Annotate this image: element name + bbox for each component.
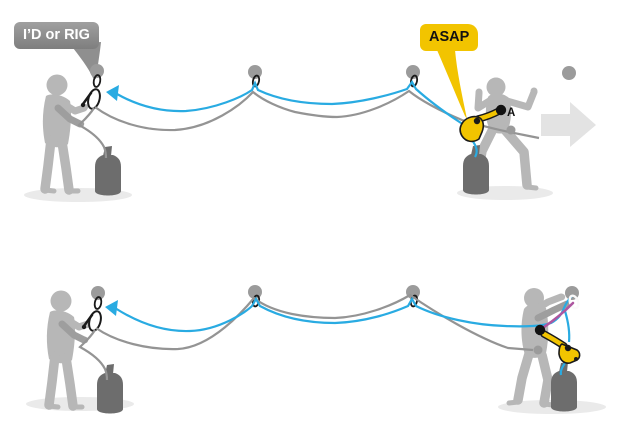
next-anchor-point-icon (562, 66, 576, 80)
work-rope-to-bag (77, 107, 108, 159)
hip-attachment-dot (533, 345, 543, 355)
asap-wheel (473, 117, 481, 125)
rope-end-loop (105, 300, 118, 316)
foot (524, 184, 539, 191)
head (524, 288, 544, 308)
lanyard (542, 301, 575, 329)
safety-rope (114, 295, 573, 333)
asap-callout-tail (437, 50, 467, 119)
belayer-silhouette (47, 291, 92, 408)
head (486, 77, 506, 97)
work-rope (94, 89, 540, 140)
work-rope (95, 293, 534, 352)
scene-top: A (24, 42, 596, 202)
sternal-attachment-icon (534, 324, 546, 336)
leg (513, 349, 534, 405)
carabiner-icon (568, 294, 580, 310)
safety-rope (116, 79, 465, 126)
foot (506, 399, 521, 406)
arm (474, 89, 495, 112)
sternal-attachment-icon (495, 104, 507, 116)
hand (475, 88, 483, 96)
leg (500, 125, 532, 190)
hip-attachment-dot (506, 125, 516, 135)
asap-callout: ASAP (420, 24, 479, 51)
descender-callout: I’D or RIG (14, 22, 99, 49)
scene-bottom (26, 285, 606, 414)
arm (526, 293, 565, 317)
hand (530, 87, 538, 95)
asap-assembly: A (459, 104, 516, 143)
leg (537, 350, 553, 408)
clipping-worker-silhouette (506, 288, 572, 408)
direction-arrow-icon (541, 102, 596, 147)
anchor-point-icon (90, 64, 104, 78)
asap-assembly (534, 294, 581, 364)
carabiner-icon (251, 74, 261, 88)
anchor-point-icon (91, 286, 105, 300)
rope-bag-icon (95, 146, 121, 196)
work-rope-to-bag (78, 329, 109, 381)
rope-bag-icon (551, 362, 577, 412)
rope-end-loop (106, 85, 119, 101)
descender-device-icon (80, 295, 105, 334)
asap-wheel (564, 344, 572, 352)
asap-hook (574, 357, 578, 361)
safety-rope-through-asap (563, 310, 571, 343)
arm (534, 300, 571, 322)
rope-bag-icon (97, 364, 123, 414)
descender-device-icon (79, 73, 104, 112)
attachment-point-label: A (507, 107, 515, 119)
arm (503, 88, 538, 111)
belayer-silhouette (43, 75, 88, 192)
carabiner-icon (409, 74, 419, 88)
hand (558, 293, 566, 301)
